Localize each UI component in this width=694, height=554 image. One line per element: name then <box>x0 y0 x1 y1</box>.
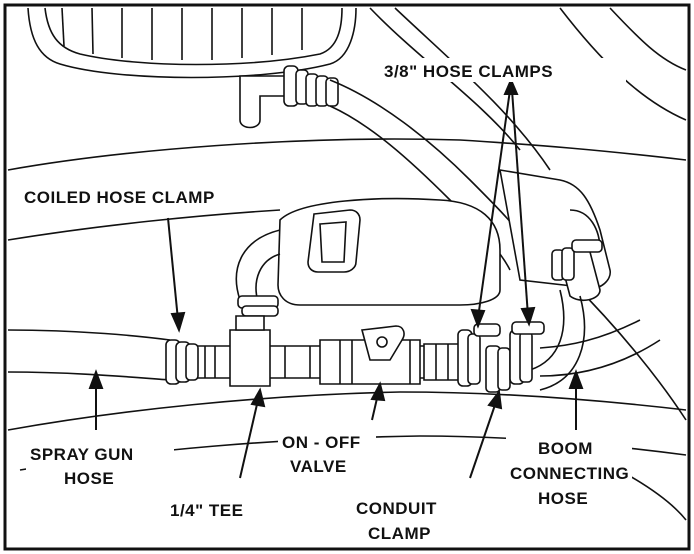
boom-hose-bottom <box>539 295 586 391</box>
right-hose-clamp <box>551 239 603 281</box>
surface-curve-4 <box>7 371 171 381</box>
hose-clamps-arrow-left <box>477 89 511 319</box>
hose-clamps-arrow-right <box>511 89 529 317</box>
surface-curve-5 <box>7 391 687 431</box>
label-backgrounds <box>20 58 632 544</box>
hose-clamps-label: 3/8" HOSE CLAMPS <box>384 62 553 81</box>
surface-curve-2 <box>7 209 281 241</box>
coiled-hose-clamp-label: COILED HOSE CLAMP <box>24 188 215 207</box>
tee-arrowhead <box>250 387 266 408</box>
elbow-fitting <box>239 75 291 129</box>
spray-gun-arrowhead <box>88 369 104 389</box>
hose-clamp-left-graphic <box>457 323 501 387</box>
side-curve <box>569 279 687 421</box>
conduit-arrow-line <box>469 401 497 479</box>
tank-rim <box>44 7 343 66</box>
spray-gun-label-line1: SPRAY GUN <box>30 445 134 464</box>
coiled-arrow-line <box>167 217 179 321</box>
coiled-arrowhead <box>170 311 186 333</box>
boom-hose-top <box>529 289 565 371</box>
leader-arrows <box>88 77 584 479</box>
tee-label: 1/4" TEE <box>170 501 243 520</box>
conduit-arrowhead <box>487 389 503 410</box>
tee-fitting <box>229 329 271 387</box>
valve-arrowhead <box>370 381 386 402</box>
surface-curve-3 <box>7 329 171 341</box>
hose-clamps-arrowhead-right <box>520 306 536 327</box>
tee-branch <box>235 315 265 331</box>
boom-arrowhead <box>568 369 584 389</box>
pump-switch-inner <box>319 221 347 263</box>
boom-hose-right-top <box>539 319 641 349</box>
coiled-clamp-graphic <box>165 339 199 385</box>
left-hose-loop-inner <box>255 253 281 303</box>
diagram-border <box>3 3 691 551</box>
frame-curve-4 <box>609 7 687 71</box>
conduit-clamp-graphic <box>485 345 511 393</box>
top-hose-clamp <box>283 65 339 107</box>
boom-label-line1: BOOM <box>538 439 593 458</box>
boom-hose-right-bottom <box>539 339 661 377</box>
boom-label-line3: HOSE <box>538 489 588 508</box>
tank-outline <box>27 7 357 79</box>
conduit-label-line2: CLAMP <box>368 524 431 543</box>
coupling <box>423 343 461 381</box>
hose-clamps-arrowhead-left <box>470 308 486 329</box>
frame-curve-2 <box>394 7 551 171</box>
on-off-label-line2: VALVE <box>290 457 347 476</box>
spray-gun-label-line2: HOSE <box>64 469 114 488</box>
conduit-label-line1: CONDUIT <box>356 499 437 518</box>
hose-clamps-arrow-origin <box>503 77 519 95</box>
on-off-label-line1: ON - OFF <box>282 433 361 452</box>
tank-ribs <box>61 7 303 60</box>
tee-arrow-line <box>239 399 259 479</box>
illustration <box>7 7 687 521</box>
tee-upper-clamp <box>237 295 279 317</box>
hose-clamp-right-graphic <box>509 321 545 385</box>
boom-label-line2: CONNECTING <box>510 464 629 483</box>
left-hose-loop-outer <box>235 229 281 301</box>
surface-curve-1 <box>7 138 687 171</box>
valve-knob <box>376 336 388 348</box>
